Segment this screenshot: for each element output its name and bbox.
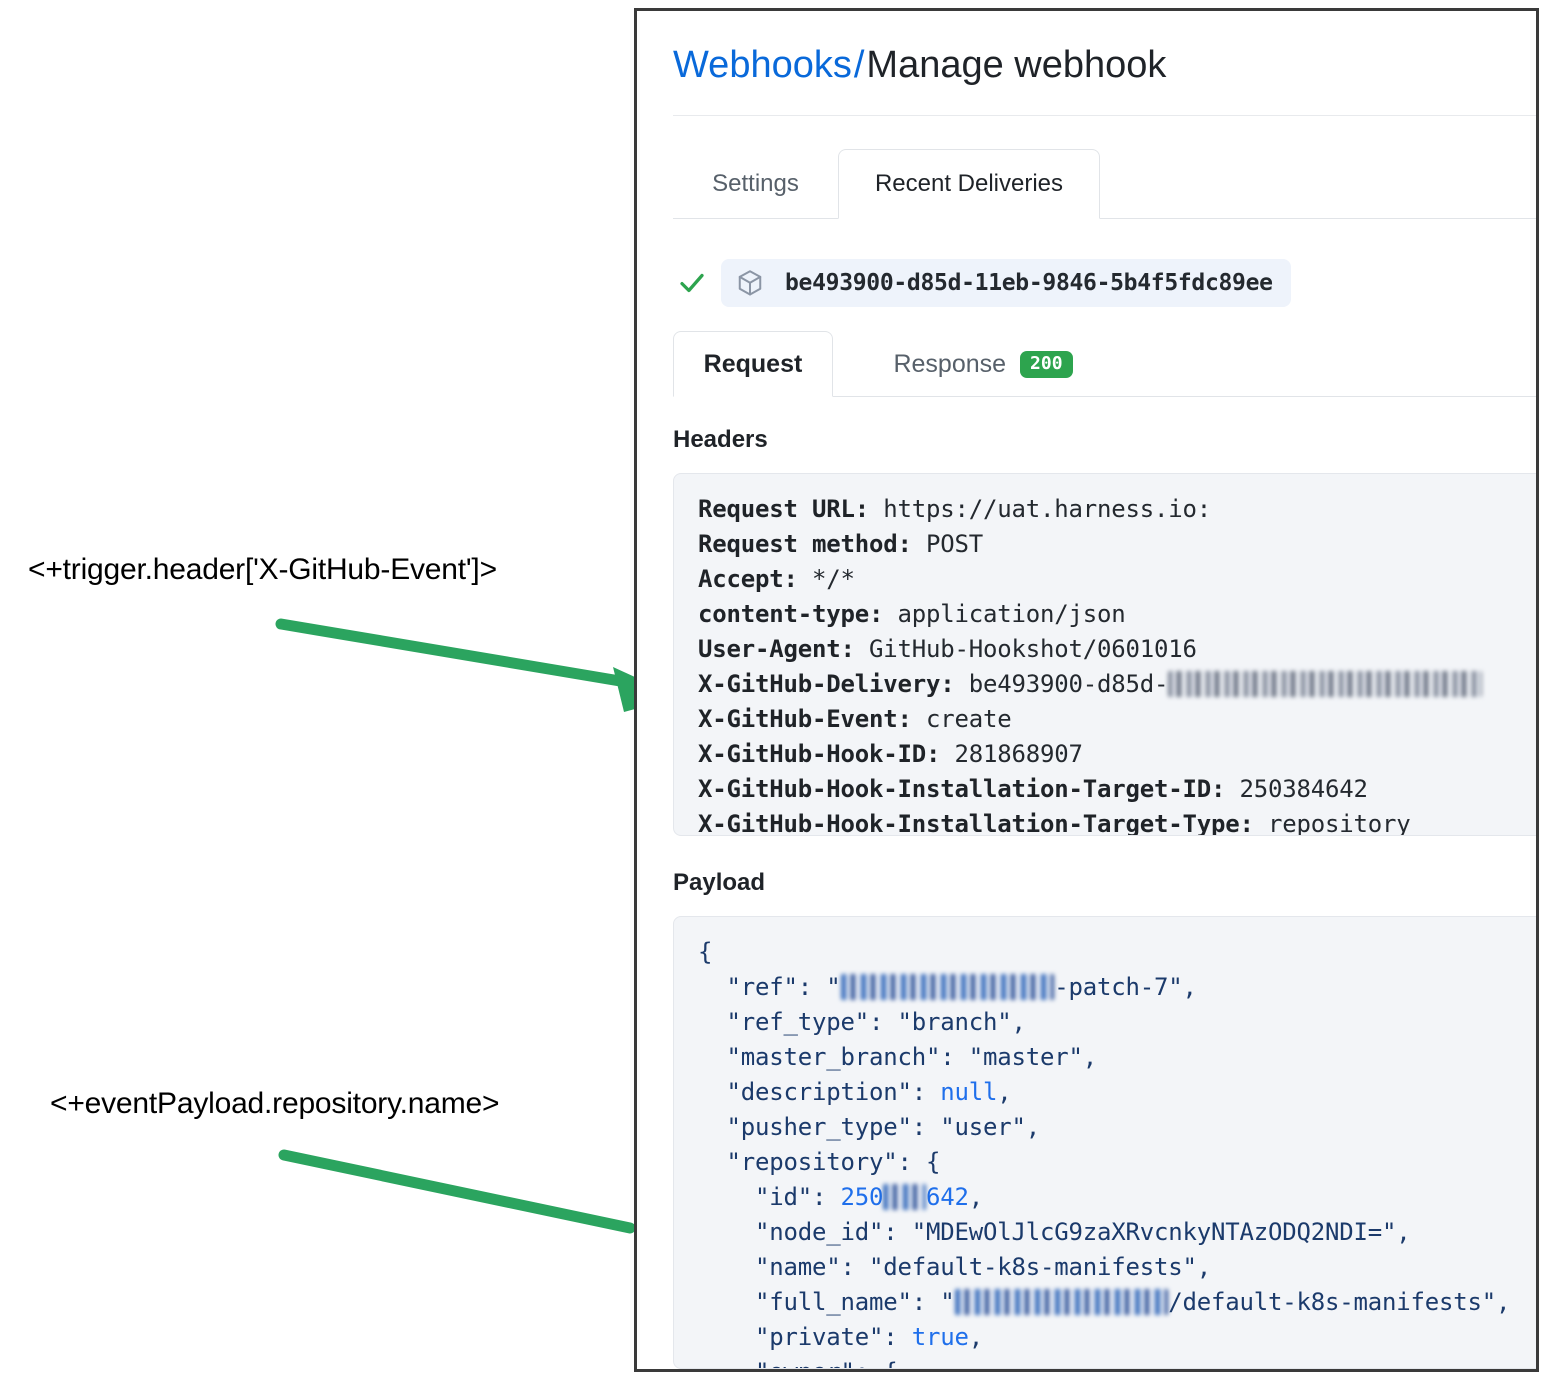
redacted-text: michaelcretzman <box>955 1285 1169 1320</box>
headers-code-box: Request URL: https://uat.harness.io: Req… <box>673 473 1536 836</box>
cube-icon <box>733 266 767 300</box>
header-line: Request method: POST <box>698 530 983 558</box>
title-divider <box>673 115 1536 116</box>
payload-line: "master_branch": "master", <box>726 1043 1098 1071</box>
arrow-to-x-github-event <box>275 618 679 712</box>
payload-line: "repository": { <box>726 1148 941 1176</box>
breadcrumb-separator: / <box>853 44 865 86</box>
tab-request[interactable]: Request <box>673 331 833 397</box>
annotation-label-trigger-header: <+trigger.header['X-GitHub-Event']> <box>28 553 497 586</box>
payload-line-name: "name": "default-k8s-manifests", <box>755 1253 1211 1281</box>
payload-line-ref: "ref": "michaelcretzman-patch-7", <box>698 970 1536 1005</box>
payload-line: "node_id": "MDEwOlJlcG9zaXRvcnkyNTAzODQ2… <box>755 1218 1411 1246</box>
webhook-panel-frame: Webhooks/Manage webhook Settings Recent … <box>634 8 1539 1372</box>
header-line: content-type: application/json <box>698 600 1126 628</box>
redacted-text: 384 <box>883 1180 926 1215</box>
payload-line-id: "id": 250384642, <box>698 1180 1536 1215</box>
annotation-label-event-payload: <+eventPayload.repository.name> <box>50 1087 500 1120</box>
delivery-detail-tabs: Request Response 200 <box>673 331 1536 397</box>
breadcrumb-link-webhooks[interactable]: Webhooks <box>673 44 852 86</box>
breadcrumb-current-page: Manage webhook <box>866 44 1167 86</box>
delivery-detail-tabs-baseline <box>673 396 1536 397</box>
payload-line: "description": null, <box>726 1078 1012 1106</box>
primary-tabs-baseline <box>673 218 1536 219</box>
payload-line: "ref_type": "branch", <box>726 1008 1026 1036</box>
header-line: Accept: */* <box>698 565 855 593</box>
header-line: Request URL: https://uat.harness.io: <box>698 495 1211 523</box>
payload-line-full-name: "full_name": "michaelcretzman/default-k8… <box>698 1285 1536 1320</box>
tab-settings[interactable]: Settings <box>712 170 799 197</box>
delivery-id-text: be493900-d85d-11eb-9846-5b4f5fdc89ee <box>785 270 1273 296</box>
payload-line: "owner": { <box>698 1355 1536 1368</box>
status-badge: 200 <box>1020 350 1073 378</box>
breadcrumb: Webhooks/Manage webhook <box>673 43 1166 89</box>
payload-section-label: Payload <box>673 869 766 896</box>
webhook-panel-inner: Webhooks/Manage webhook Settings Recent … <box>637 11 1536 1369</box>
delivery-row: be493900-d85d-11eb-9846-5b4f5fdc89ee <box>673 257 1291 309</box>
payload-line: { <box>698 938 713 966</box>
header-line: X-GitHub-Hook-Installation-Target-ID: 25… <box>698 775 1368 803</box>
delivery-id-chip[interactable]: be493900-d85d-11eb-9846-5b4f5fdc89ee <box>721 259 1291 307</box>
header-line: X-GitHub-Hook-ID: 281868907 <box>698 740 1083 768</box>
payload-code-box: { "ref": "michaelcretzman-patch-7", "ref… <box>673 916 1536 1369</box>
headers-section-label: Headers <box>673 426 768 453</box>
redacted-text: 11eb-9846-5b4f5fdc89ee <box>1168 667 1481 702</box>
redacted-text: michaelcretzman <box>841 970 1055 1005</box>
header-line: User-Agent: GitHub-Hookshot/0601016 <box>698 635 1197 663</box>
header-line-event: X-GitHub-Event: create <box>698 705 1012 733</box>
payload-line: "pusher_type": "user", <box>726 1113 1041 1141</box>
tab-response-label: Response <box>893 349 1007 378</box>
header-line: X-GitHub-Hook-Installation-Target-Type: … <box>698 810 1411 836</box>
check-icon <box>673 264 711 302</box>
tab-response[interactable]: Response 200 <box>833 331 1133 397</box>
primary-tabs: Settings Recent Deliveries <box>673 149 1536 219</box>
header-line-delivery: X-GitHub-Delivery: be493900-d85d-11eb-98… <box>698 667 1536 702</box>
payload-line: "private": true, <box>755 1323 983 1351</box>
tab-recent-deliveries[interactable]: Recent Deliveries <box>838 149 1100 219</box>
